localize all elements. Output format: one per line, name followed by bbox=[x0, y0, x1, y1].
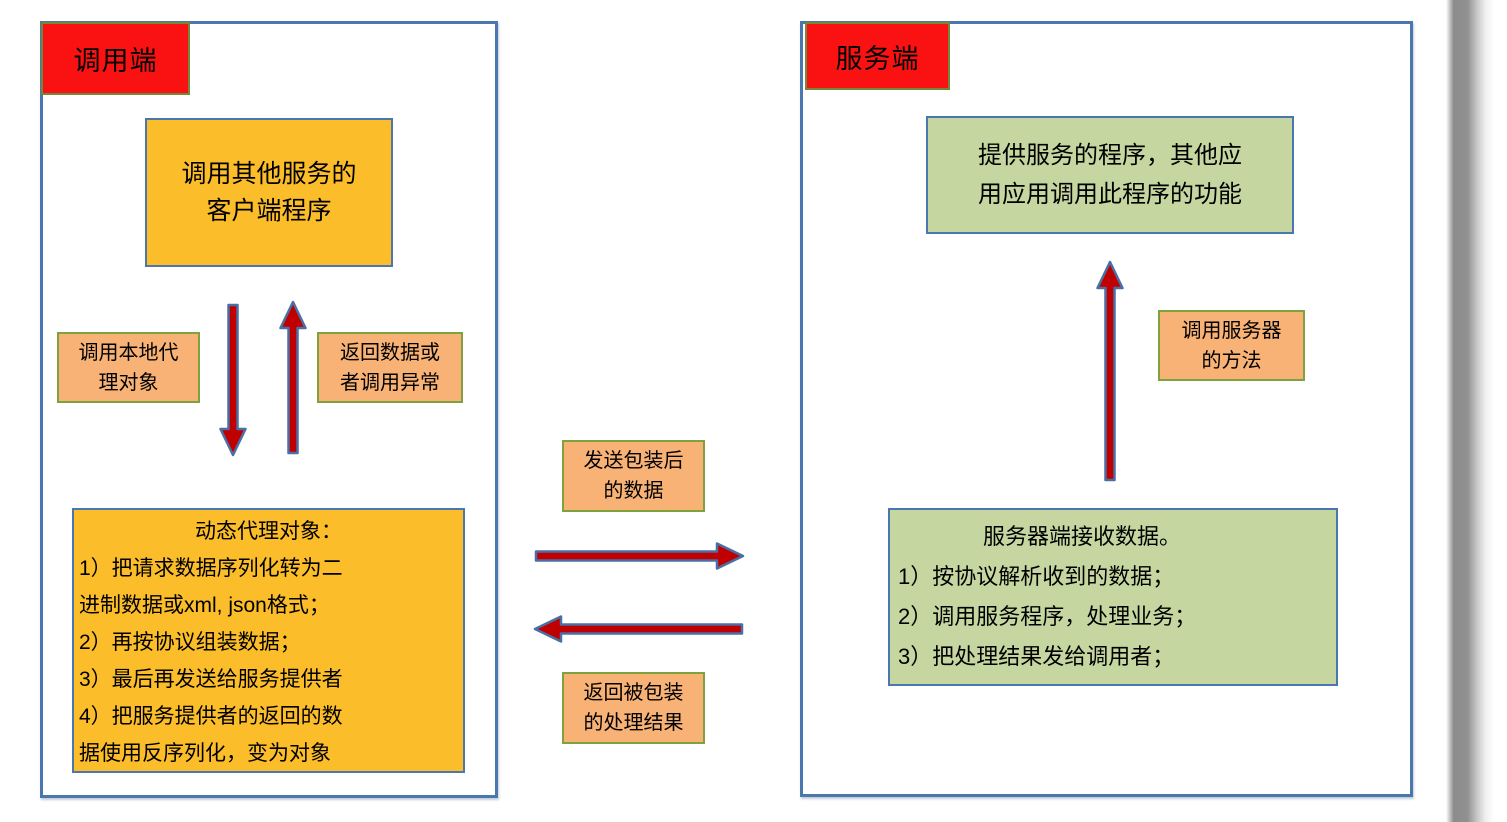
return-data-label: 返回数据或 者调用异常 bbox=[317, 332, 463, 403]
client-program-text: 调用其他服务的 客户端程序 bbox=[181, 159, 357, 225]
client-program-box: 调用其他服务的 客户端程序 bbox=[145, 118, 393, 267]
dynamic-proxy-title: 动态代理对象： bbox=[195, 520, 342, 543]
send-packed-data-text: 发送包装后 的数据 bbox=[583, 450, 684, 502]
call-local-proxy-label: 调用本地代 理对象 bbox=[57, 332, 200, 403]
return-wrapped-result-label: 返回被包装 的处理结果 bbox=[562, 672, 705, 744]
scrollbar[interactable] bbox=[1446, 0, 1494, 822]
server-receive-title: 服务器端接收数据。 bbox=[982, 524, 1181, 549]
server-tag: 服务端 bbox=[805, 22, 950, 90]
dynamic-proxy-line: 4）把服务提供者的返回的数 bbox=[79, 705, 343, 728]
server-receive-line: 3）把处理结果发给调用者； bbox=[898, 644, 1175, 669]
client-tag-label: 调用端 bbox=[73, 46, 158, 76]
server-receive-line: 1）按协议解析收到的数据； bbox=[898, 564, 1175, 589]
call-server-method-label: 调用服务器 的方法 bbox=[1158, 310, 1305, 381]
server-receive-box: 服务器端接收数据。 1）按协议解析收到的数据； 2）调用服务程序，处理业务； 3… bbox=[888, 508, 1338, 686]
arrow-send-packed-data-right-icon bbox=[534, 542, 745, 570]
client-tag: 调用端 bbox=[41, 22, 190, 95]
dynamic-proxy-line: 1）把请求数据序列化转为二 bbox=[79, 557, 343, 580]
call-local-proxy-text: 调用本地代 理对象 bbox=[78, 341, 179, 394]
service-program-box: 提供服务的程序，其他应 用应用调用此程序的功能 bbox=[926, 116, 1294, 234]
service-program-text: 提供服务的程序，其他应 用应用调用此程序的功能 bbox=[978, 142, 1242, 208]
return-data-text: 返回数据或 者调用异常 bbox=[340, 341, 440, 394]
return-wrapped-result-text: 返回被包装 的处理结果 bbox=[583, 682, 684, 734]
dynamic-proxy-line: 3）最后再发送给服务提供者 bbox=[79, 668, 343, 691]
send-packed-data-label: 发送包装后 的数据 bbox=[562, 440, 705, 512]
server-receive-line: 2）调用服务程序，处理业务； bbox=[898, 604, 1197, 629]
call-server-method-text: 调用服务器 的方法 bbox=[1181, 319, 1282, 372]
dynamic-proxy-line: 据使用反序列化，变为对象 bbox=[79, 742, 331, 765]
dynamic-proxy-line: 2）再按协议组装数据； bbox=[79, 631, 301, 654]
dynamic-proxy-line: 进制数据或xml, json格式； bbox=[79, 594, 330, 617]
server-tag-label: 服务端 bbox=[835, 43, 920, 74]
dynamic-proxy-box: 动态代理对象： 1）把请求数据序列化转为二 进制数据或xml, json格式； … bbox=[72, 508, 465, 773]
arrow-return-result-left-icon bbox=[533, 615, 744, 643]
